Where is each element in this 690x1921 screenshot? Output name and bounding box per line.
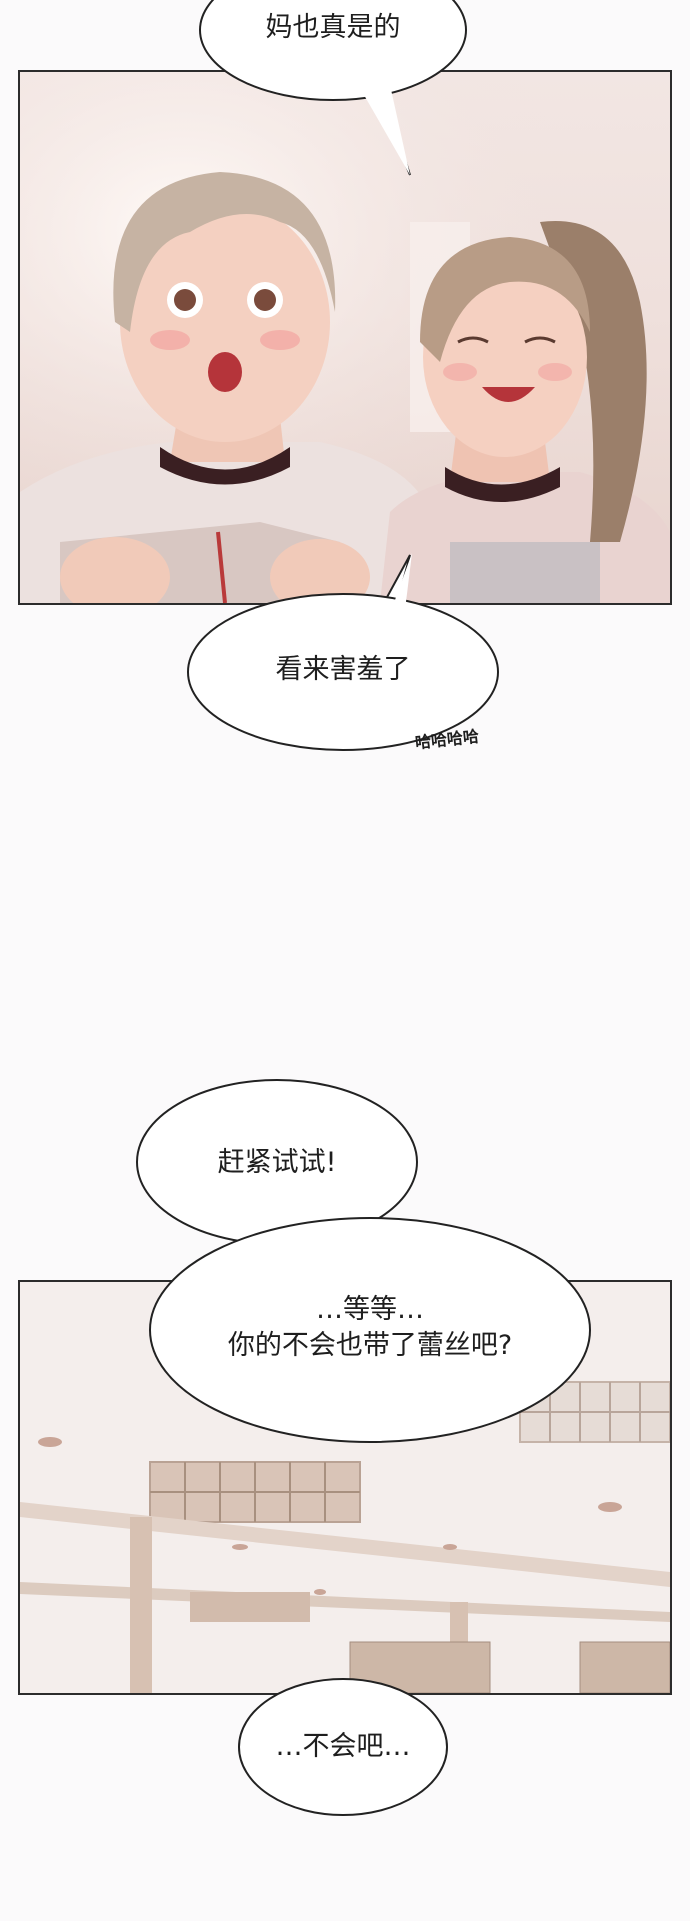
- bubble-1-text: 妈也真是的: [265, 12, 401, 43]
- panel-1-illustration: [20, 72, 670, 603]
- bubble-5-text: …不会吧…: [275, 1731, 411, 1762]
- bubble-3-text: 赶紧试试!: [217, 1147, 337, 1178]
- bubble-4-line-1: …等等…: [316, 1294, 424, 1325]
- bubble-4-line-2: 你的不会也带了蕾丝吧?: [227, 1330, 513, 1361]
- comic-panel-1: [18, 70, 672, 605]
- bubble-2-text: 看来害羞了: [275, 654, 411, 685]
- laughing-sfx: 哈哈哈哈: [414, 726, 480, 753]
